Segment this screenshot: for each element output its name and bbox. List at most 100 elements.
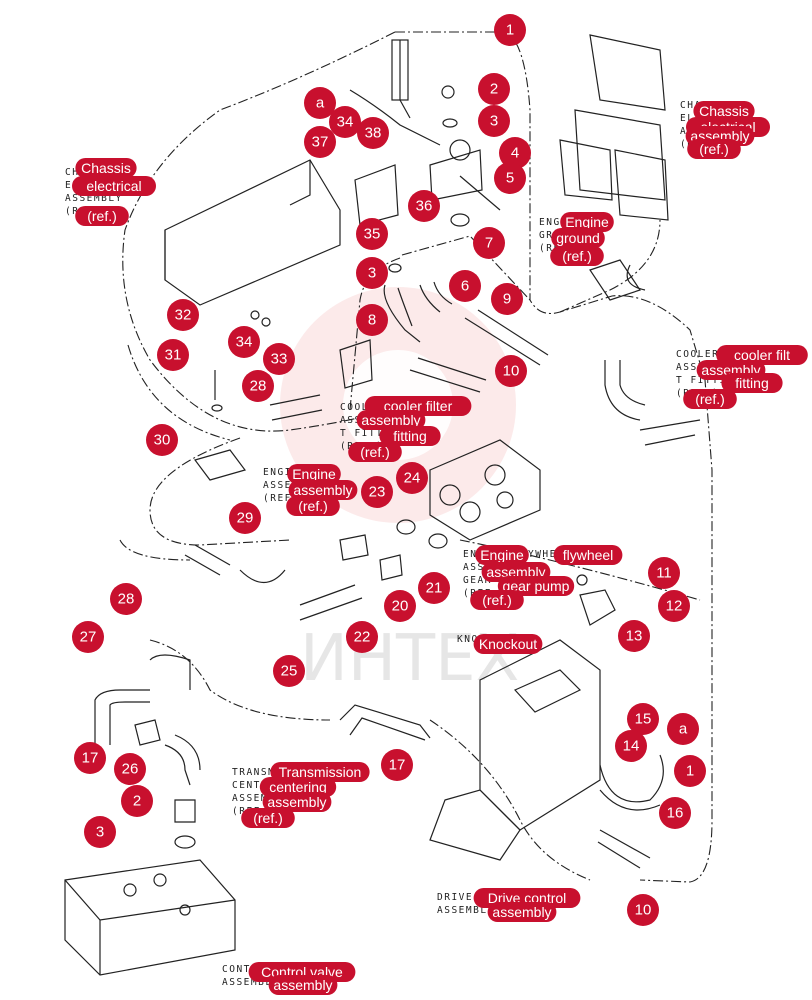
callout-8[interactable]: 8 — [356, 304, 388, 336]
callout-33[interactable]: 33 — [263, 343, 295, 375]
callout-21[interactable]: 21 — [418, 572, 450, 604]
callout-30[interactable]: 30 — [146, 424, 178, 456]
callout-25[interactable]: 25 — [273, 655, 305, 687]
callout-38[interactable]: 38 — [357, 117, 389, 149]
callout-number: 10 — [635, 902, 652, 919]
callout-number: 32 — [175, 307, 192, 324]
callout-10[interactable]: 10 — [495, 355, 527, 387]
callout-17[interactable]: 17 — [74, 742, 106, 774]
callout-28[interactable]: 28 — [242, 370, 274, 402]
callout-layer: 12345a3438373635736983234333110283024232… — [72, 14, 706, 926]
callout-10[interactable]: 10 — [627, 894, 659, 926]
callout-3[interactable]: 3 — [84, 816, 116, 848]
annotation-overlay-bg — [473, 634, 543, 654]
callout-31[interactable]: 31 — [157, 339, 189, 371]
callout-marker — [499, 137, 531, 169]
callout-34[interactable]: 34 — [329, 106, 361, 138]
assembly-boundaries — [119, 31, 713, 883]
callout-marker — [396, 462, 428, 494]
annotation-overlay-bg — [693, 101, 755, 121]
annotation-overlay: Knockout — [473, 634, 543, 654]
callout-1[interactable]: 1 — [674, 755, 706, 787]
callout-17[interactable]: 17 — [381, 749, 413, 781]
callout-26[interactable]: 26 — [114, 753, 146, 785]
components — [64, 34, 669, 976]
callout-1[interactable]: 1 — [494, 14, 526, 46]
callout-marker — [84, 816, 116, 848]
callout-37[interactable]: 37 — [304, 126, 336, 158]
annotation-overlay: assembly — [262, 792, 332, 812]
callout-27[interactable]: 27 — [72, 621, 104, 653]
callout-marker — [495, 355, 527, 387]
callout-marker — [648, 557, 680, 589]
callout-3[interactable]: 3 — [478, 105, 510, 137]
callout-number: 20 — [392, 598, 409, 615]
callout-32[interactable]: 32 — [167, 299, 199, 331]
annotation-overlay-text: gear pump — [503, 578, 570, 594]
callout-6[interactable]: 6 — [449, 270, 481, 302]
reference-label-line: ENGINE — [539, 217, 582, 228]
annotation-overlay: assembly — [487, 902, 557, 922]
callout-14[interactable]: 14 — [615, 730, 647, 762]
callout-13[interactable]: 13 — [618, 620, 650, 652]
callout-number: 35 — [364, 226, 381, 243]
callout-marker — [478, 73, 510, 105]
callout-marker — [357, 117, 389, 149]
callout-4[interactable]: 4 — [499, 137, 531, 169]
callout-2[interactable]: 2 — [121, 785, 153, 817]
annotation-overlay-bg — [475, 545, 529, 565]
callout-9[interactable]: 9 — [491, 283, 523, 315]
callout-marker — [384, 590, 416, 622]
annotation-overlay-text: (ref.) — [699, 141, 729, 157]
annotation-overlay: (ref.) — [683, 389, 737, 409]
callout-36[interactable]: 36 — [408, 190, 440, 222]
callout-23[interactable]: 23 — [361, 476, 393, 508]
annotation-overlay: (ref.) — [687, 139, 741, 159]
callout-number: 26 — [122, 761, 139, 778]
callout-number: 17 — [82, 750, 99, 767]
annotation-overlay-bg — [348, 442, 402, 462]
callout-22[interactable]: 22 — [346, 621, 378, 653]
callout-35[interactable]: 35 — [356, 218, 388, 250]
callout-marker — [491, 283, 523, 315]
callout-3[interactable]: 3 — [356, 257, 388, 289]
annotation-overlay-text: assembly — [267, 794, 326, 810]
annotation-overlay-text: Knockout — [479, 636, 537, 652]
callout-number: 25 — [281, 663, 298, 680]
callout-number: 10 — [503, 363, 520, 380]
callout-29[interactable]: 29 — [229, 502, 261, 534]
callout-15[interactable]: 15 — [627, 703, 659, 735]
callout-number: 3 — [490, 113, 498, 130]
callout-number: 28 — [118, 591, 135, 608]
callout-5[interactable]: 5 — [494, 162, 526, 194]
callout-12[interactable]: 12 — [658, 590, 690, 622]
callout-marker — [114, 753, 146, 785]
reference-label-line: T FITTING — [340, 428, 405, 439]
annotation-overlay-text: (ref.) — [253, 810, 283, 826]
callout-2[interactable]: 2 — [478, 73, 510, 105]
callout-a[interactable]: a — [667, 713, 699, 745]
annotation-overlay: (ref.) — [75, 206, 129, 226]
callout-marker — [304, 87, 336, 119]
callout-11[interactable]: 11 — [648, 557, 680, 589]
annotation-overlay-text: Chassis — [81, 160, 131, 176]
callout-34[interactable]: 34 — [228, 326, 260, 358]
annotation-overlay: Engine — [475, 545, 529, 565]
callout-number: 14 — [623, 738, 640, 755]
callout-24[interactable]: 24 — [396, 462, 428, 494]
callout-7[interactable]: 7 — [473, 227, 505, 259]
callout-28[interactable]: 28 — [110, 583, 142, 615]
callout-20[interactable]: 20 — [384, 590, 416, 622]
callout-a[interactable]: a — [304, 87, 336, 119]
callout-number: 16 — [667, 805, 684, 822]
callout-16[interactable]: 16 — [659, 797, 691, 829]
annotation-overlay: (ref.) — [470, 590, 524, 610]
annotation-overlay-text: Transmission — [279, 764, 362, 780]
reference-label-line: T FITTING — [676, 375, 741, 386]
callout-number: 24 — [404, 470, 421, 487]
callout-marker — [478, 105, 510, 137]
callout-marker — [329, 106, 361, 138]
annotation-overlay-text: assembly — [273, 977, 332, 993]
